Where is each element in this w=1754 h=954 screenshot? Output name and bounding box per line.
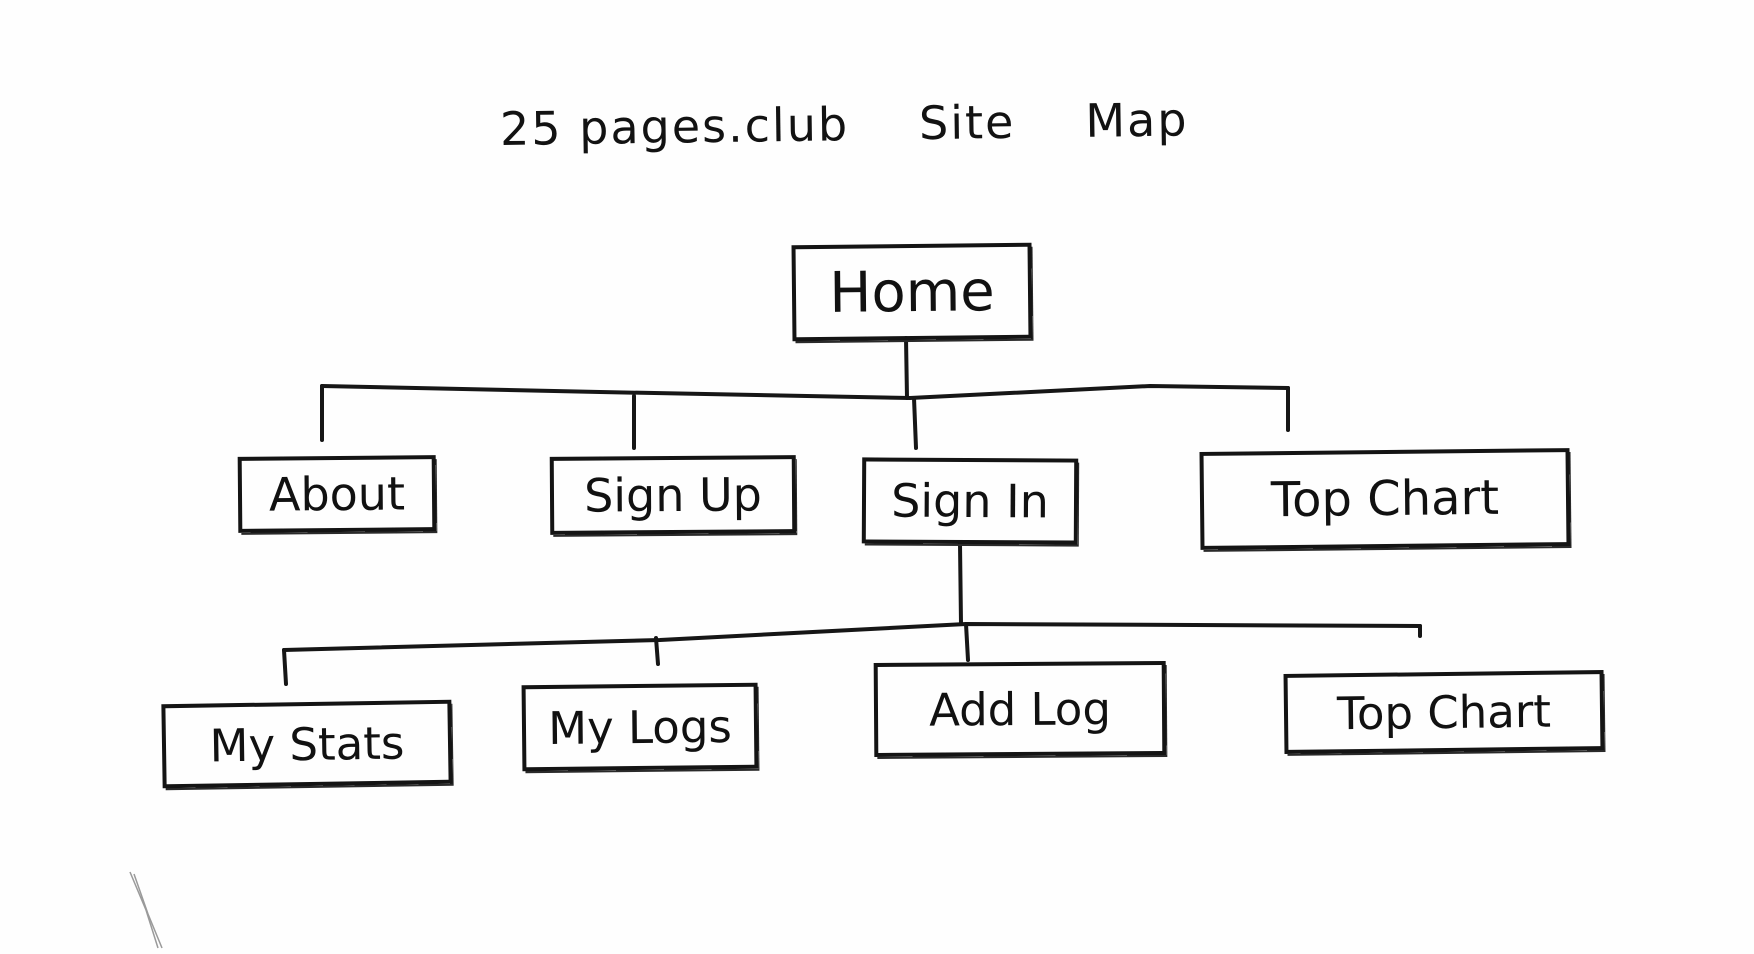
title-site-name: 25 pages.club [499,97,850,157]
node-sign-up[interactable]: Sign Up [549,455,797,535]
node-top-chart[interactable]: Top Chart [1199,448,1571,550]
connector-signin-stem [958,542,963,626]
node-about[interactable]: About [237,455,437,533]
connector-level1-bar [320,384,1290,400]
title-map-word: Map [1084,92,1189,148]
node-my-logs[interactable]: My Logs [521,682,759,772]
title-site-word: Site [918,94,1016,151]
node-home[interactable]: Home [791,242,1033,342]
node-top-chart-secondary[interactable]: Top Chart [1283,670,1605,754]
connector-mystats-drop [282,648,288,686]
connector-signin-drop [912,396,918,450]
connector-home-stem [904,336,909,400]
paper-smudge [129,871,163,949]
node-add-log[interactable]: Add Log [873,660,1167,758]
node-my-stats[interactable]: My Stats [161,699,453,789]
node-sign-in[interactable]: Sign In [861,457,1079,545]
diagram-title: 25 pages.club Site Map [500,82,1361,164]
connector-mylogs-drop [654,636,660,666]
connector-level2-bar [282,622,1422,652]
connector-addlog-drop [964,622,970,662]
